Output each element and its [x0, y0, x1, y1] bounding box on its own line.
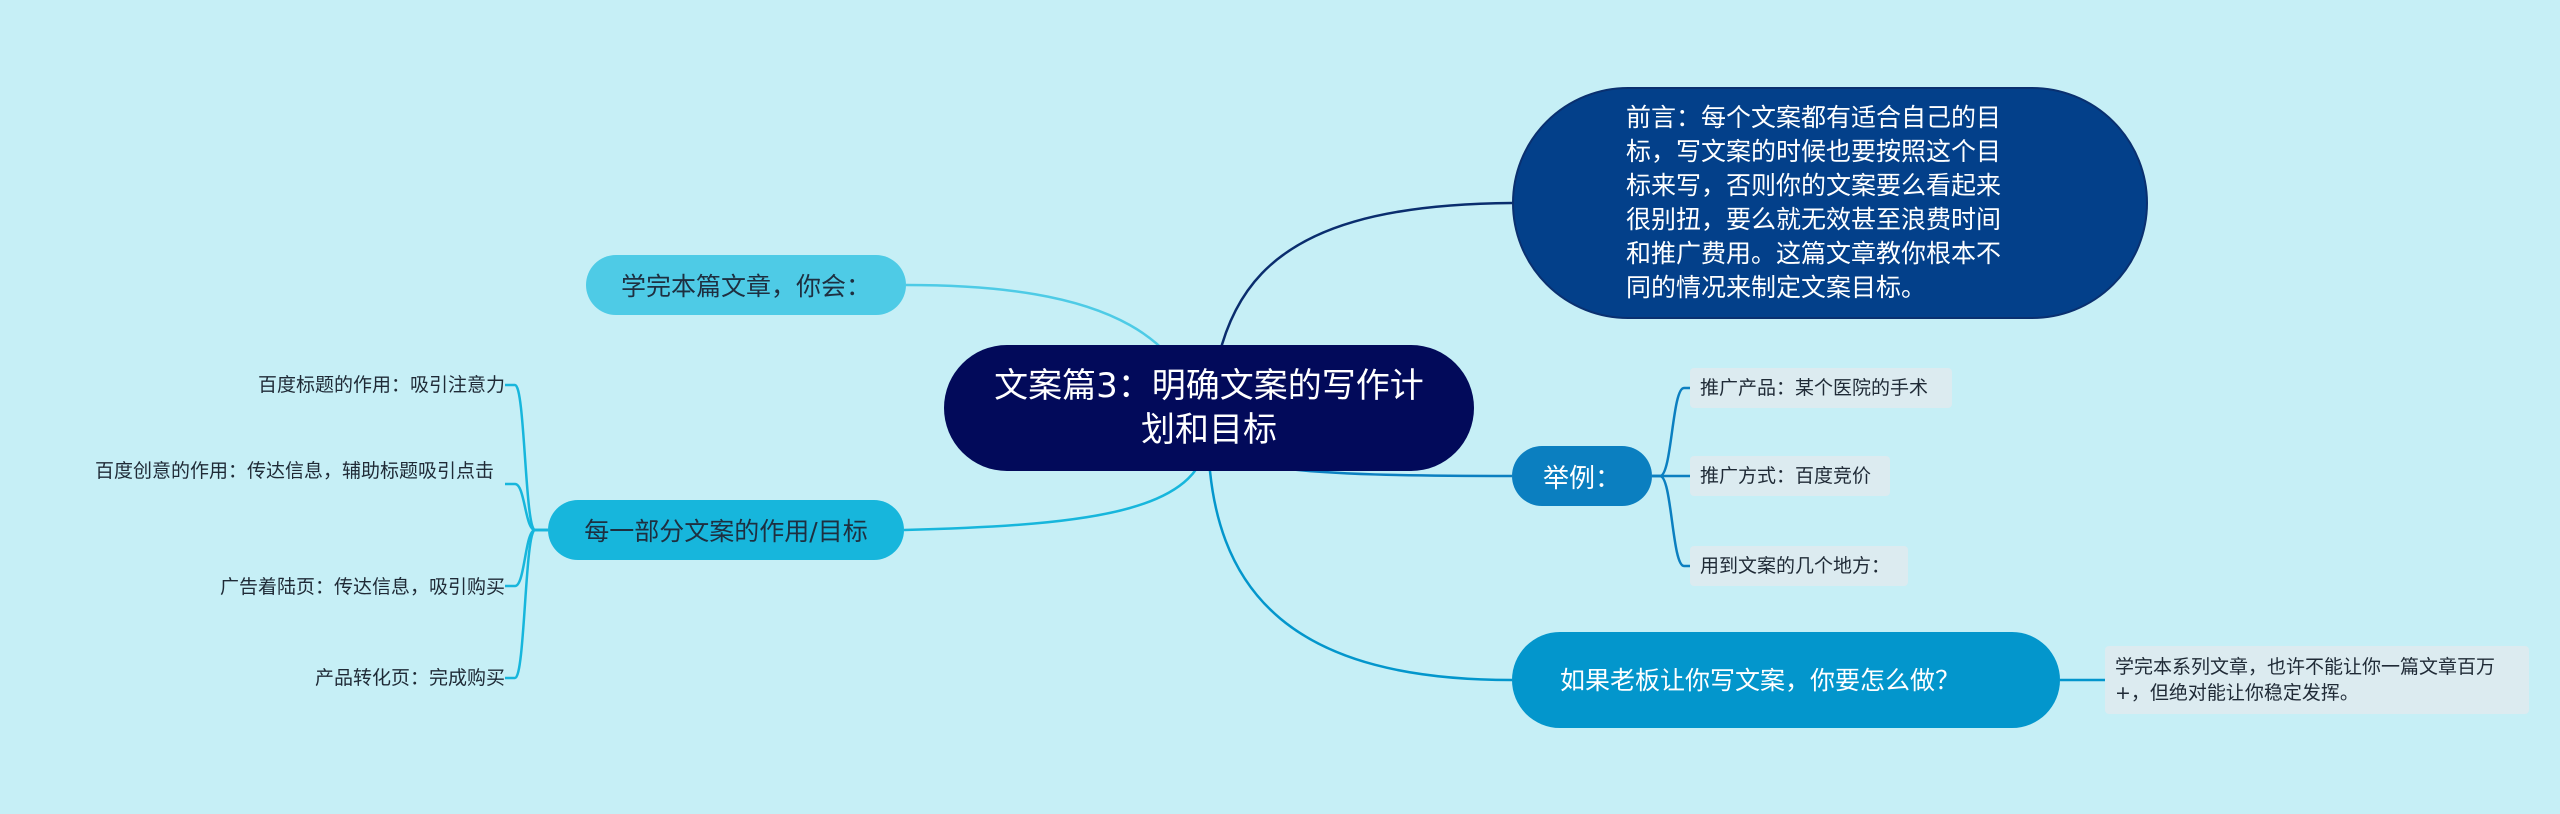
link-example-leaf-3	[1652, 474, 1690, 568]
link-example-leaf-1	[1652, 386, 1690, 478]
example-leaf-3[interactable]: 用到文案的几个地方：	[1690, 546, 1908, 586]
roles-topic[interactable]: 每一部分文案的作用/目标	[548, 500, 904, 560]
roles-leaf-4-label: 产品转化页：完成购买	[314, 667, 505, 689]
boss-answer[interactable]: 学完本系列文章，也许不能让你一篇文章百万+，但绝对能让你稳定发挥。	[2105, 646, 2529, 714]
boss-topic-label: 如果老板让你写文案，你要怎么做？	[1560, 665, 1961, 695]
example-leaf-3-label: 用到文案的几个地方：	[1700, 555, 1891, 577]
learn-topic[interactable]: 学完本篇文章，你会：	[586, 255, 906, 315]
central-topic-label: 文案篇3：明确文案的写作计划和目标	[994, 366, 1424, 450]
example-leaf-1[interactable]: 推广产品：某个医院的手术	[1690, 368, 1952, 408]
roles-leaf-4[interactable]: 产品转化页：完成购买	[150, 663, 505, 693]
example-leaf-2-label: 推广方式：百度竞价	[1700, 465, 1872, 487]
roles-leaf-2-label: 百度创意的作用：传达信息，辅助标题吸引点击	[95, 460, 495, 482]
intro-topic-label: 前言：每个文案都有适合自己的目标，写文案的时候也要按照这个目标来写，否则你的文案…	[1626, 103, 2002, 302]
intro-topic[interactable]: 前言：每个文案都有适合自己的目标，写文案的时候也要按照这个目标来写，否则你的文案…	[1512, 87, 2148, 319]
example-leaf-1-label: 推广产品：某个医院的手术	[1700, 377, 1929, 399]
roles-leaf-1[interactable]: 百度标题的作用：吸引注意力	[150, 370, 505, 400]
roles-leaf-3[interactable]: 广告着陆页：传达信息，吸引购买	[150, 572, 505, 602]
roles-topic-label: 每一部分文案的作用/目标	[584, 517, 868, 546]
roles-leaf-3-label: 广告着陆页：传达信息，吸引购买	[219, 576, 505, 598]
boss-answer-label: 学完本系列文章，也许不能让你一篇文章百万+，但绝对能让你稳定发挥。	[2115, 656, 2496, 704]
central-topic[interactable]: 文案篇3：明确文案的写作计划和目标	[944, 345, 1474, 471]
learn-topic-label: 学完本篇文章，你会：	[620, 272, 871, 301]
roles-leaf-1-label: 百度标题的作用：吸引注意力	[257, 374, 505, 396]
roles-leaf-2[interactable]: 百度创意的作用：传达信息，辅助标题吸引点击	[95, 458, 510, 510]
boss-topic[interactable]: 如果老板让你写文案，你要怎么做？	[1512, 632, 2060, 728]
example-leaf-2[interactable]: 推广方式：百度竞价	[1690, 456, 1890, 496]
example-topic-label: 举例：	[1542, 463, 1621, 494]
link-roles-leaf-4	[505, 528, 548, 680]
link-central-boss	[1206, 429, 1513, 682]
example-topic[interactable]: 举例：	[1512, 446, 1652, 506]
